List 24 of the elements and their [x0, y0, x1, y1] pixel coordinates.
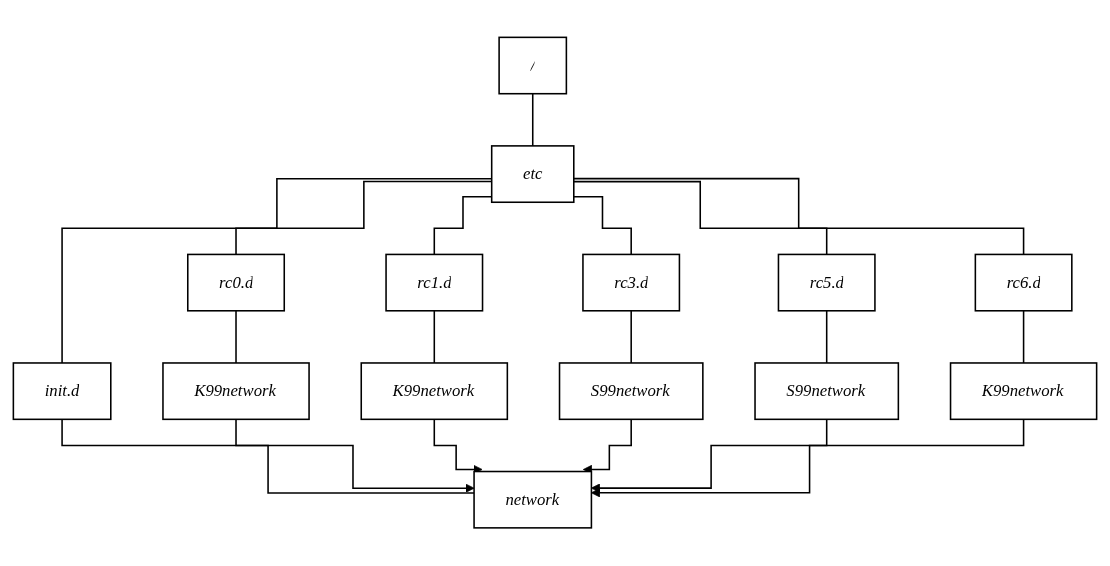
node-box: rc5.d: [777, 254, 876, 312]
node-box: init.d: [12, 362, 112, 421]
node-box: S99network: [754, 362, 900, 421]
node-box: K99network: [162, 362, 310, 421]
connector: [531, 93, 534, 148]
node-box: K99network: [949, 362, 1098, 421]
node-box: network: [473, 471, 593, 530]
connector: [573, 178, 1025, 256]
node-box: rc0.d: [187, 254, 286, 312]
connector: [1022, 310, 1025, 365]
node-box: S99network: [558, 362, 704, 421]
connector: [61, 418, 475, 495]
node-box: rc6.d: [974, 254, 1073, 312]
arrow: [235, 418, 475, 494]
connector: [235, 310, 237, 365]
connector: [630, 310, 632, 365]
connector: [573, 181, 828, 256]
node-box: K99network: [360, 362, 509, 421]
connector: [573, 196, 632, 256]
node-box: rc1.d: [385, 254, 484, 312]
node-box: etc: [490, 145, 575, 204]
connector: [433, 310, 436, 365]
connector: [825, 310, 828, 365]
node-box: rc3.d: [582, 254, 681, 312]
